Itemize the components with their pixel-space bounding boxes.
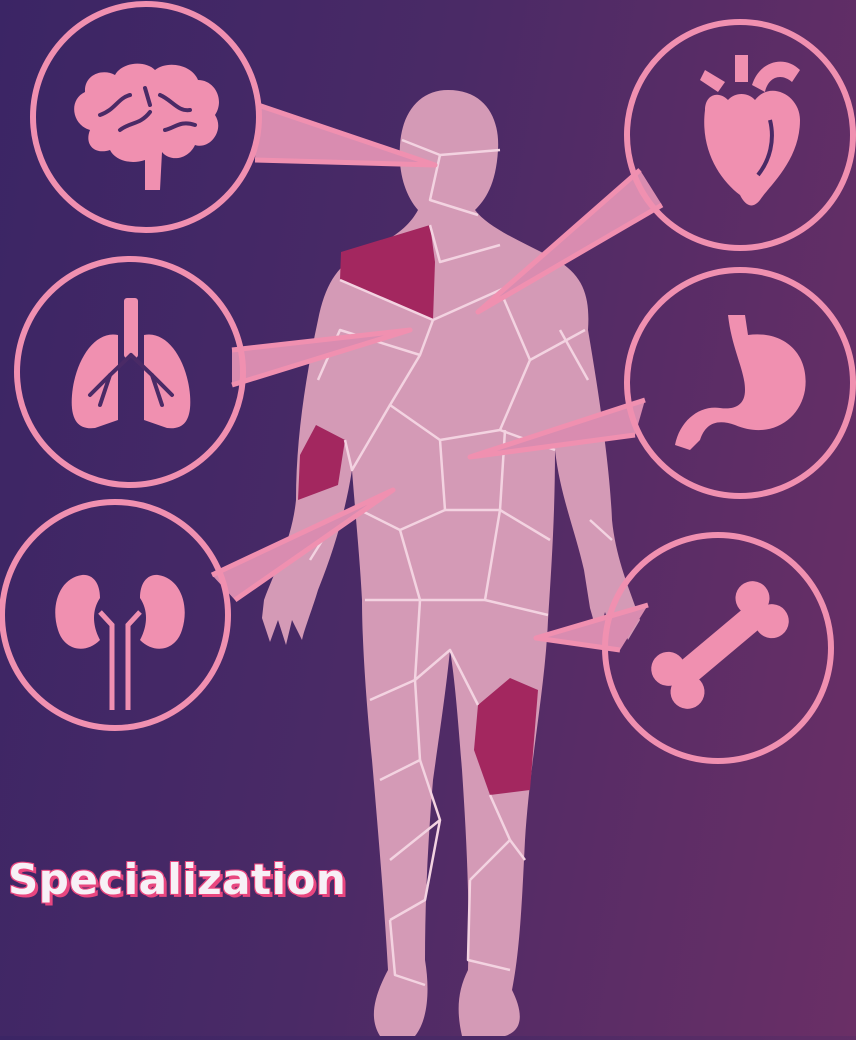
kidneys-icon — [55, 575, 184, 710]
brain-icon — [74, 64, 219, 190]
lungs-circle — [17, 259, 243, 485]
lungs-icon — [72, 298, 191, 428]
bone-icon — [644, 574, 795, 716]
kidneys-circle — [2, 502, 228, 728]
stomach-icon — [675, 315, 806, 450]
page-title: Specialization — [8, 855, 346, 904]
heart-icon — [700, 55, 800, 205]
stomach-circle — [627, 270, 853, 496]
